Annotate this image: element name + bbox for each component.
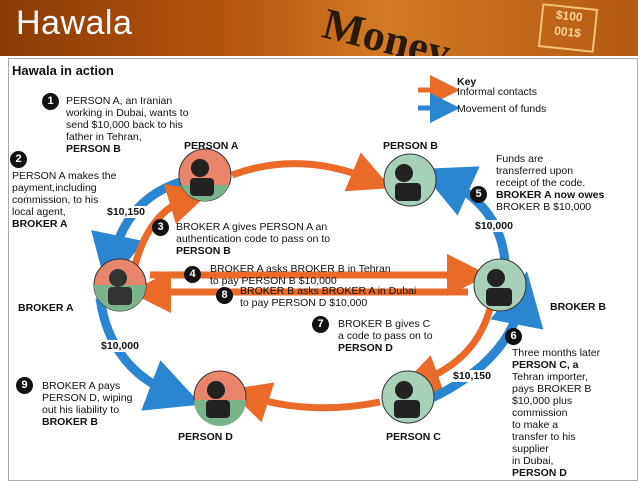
slide-header: Money $100 001$ Hawala bbox=[0, 0, 638, 56]
funds-arrow-a-to-broker-a bbox=[91, 177, 182, 289]
amount-broker-b-to-b: $10,000 bbox=[474, 220, 514, 232]
person-b-portrait bbox=[383, 153, 437, 207]
amount-broker-a-to-d: $10,000 bbox=[100, 340, 140, 352]
step-1-number: 1 bbox=[42, 93, 59, 110]
informal-arrow-a-to-b bbox=[230, 152, 392, 192]
step-4-number: 4 bbox=[184, 266, 201, 283]
person-d-label: PERSON D bbox=[178, 431, 233, 443]
person-d-portrait bbox=[193, 370, 247, 426]
broker-a-portrait bbox=[93, 258, 147, 312]
funds-arrow-c-to-broker-b bbox=[430, 271, 544, 403]
informal-arrow-c-to-d bbox=[228, 382, 381, 423]
amount-c-to-broker-b: $10,150 bbox=[452, 370, 492, 382]
key-informal-label: Informal contacts bbox=[457, 86, 537, 98]
broker-b-label: BROKER B bbox=[550, 301, 607, 313]
diagram-heading: Hawala in action bbox=[12, 63, 114, 78]
person-c-label: PERSON C bbox=[386, 431, 441, 443]
broker-a-label: BROKER A bbox=[18, 302, 74, 314]
slide-title: Hawala bbox=[16, 4, 133, 42]
key-title: Key bbox=[457, 76, 477, 88]
funds-arrow-broker-a-to-d bbox=[95, 297, 202, 411]
person-c-portrait bbox=[381, 370, 435, 424]
person-b-label: PERSON B bbox=[383, 140, 438, 152]
step-6-number: 6 bbox=[505, 328, 522, 345]
step-7-number: 7 bbox=[312, 316, 329, 333]
person-a-label: PERSON A bbox=[184, 140, 239, 152]
amount-a-to-broker-a: $10,150 bbox=[106, 206, 146, 218]
step-2-number: 2 bbox=[10, 151, 27, 168]
key-funds-label: Movement of funds bbox=[457, 103, 547, 115]
step-8-number: 8 bbox=[216, 287, 233, 304]
funds-arrow-broker-b-to-b bbox=[419, 166, 510, 263]
step-5-number: 5 bbox=[470, 186, 487, 203]
step-3-number: 3 bbox=[152, 219, 169, 236]
broker-b-portrait bbox=[473, 258, 527, 312]
person-a-portrait bbox=[178, 148, 232, 202]
informal-arrow-broker-b-to-c bbox=[398, 299, 496, 395]
step-9-number: 9 bbox=[16, 377, 33, 394]
